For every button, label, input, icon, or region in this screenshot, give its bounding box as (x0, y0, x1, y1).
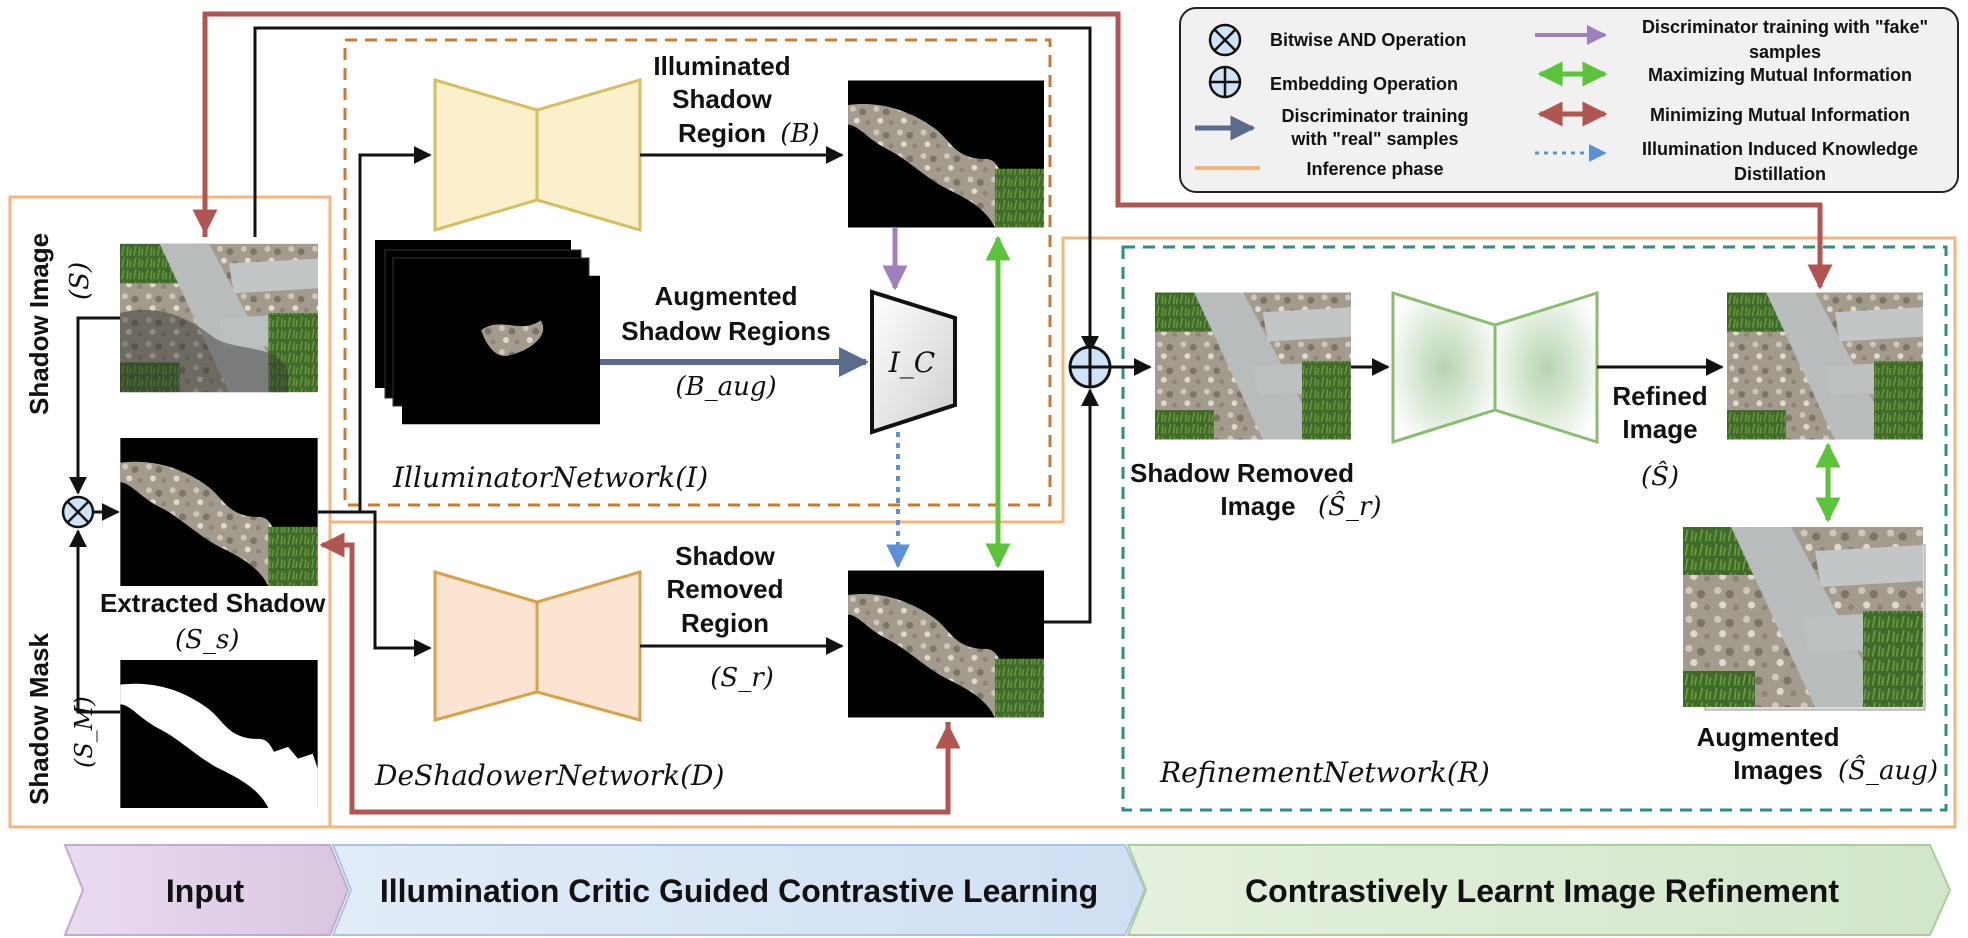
illuminated-label-l1: Illuminated (653, 51, 790, 81)
shadow-removed-label-l1: Shadow Removed (1130, 458, 1354, 488)
band-refinement (1126, 844, 1952, 936)
shadow-removed-region-image (848, 570, 1044, 718)
shadow-mask-image (120, 660, 318, 808)
legend-min: Minimizing Mutual Information (1650, 105, 1910, 125)
legend: Bitwise AND Operation Embedding Operatio… (1179, 7, 1959, 193)
shadow-mask-symbol: (S_M) (70, 696, 98, 768)
augmented-shadow-regions-stack (375, 240, 600, 425)
shadow-removed-label-l2: Image (1220, 491, 1295, 521)
inference-outline-main (330, 236, 1957, 829)
shadow-image-label: Shadow Image (24, 233, 54, 415)
refinement-network-label: RefinementNetwork(R) (1159, 756, 1490, 789)
extracted-shadow-symbol: (S_s) (175, 625, 239, 655)
critic-symbol: I_C (888, 346, 935, 379)
shadow-image (120, 244, 318, 393)
legend-max: Maximizing Mutual Information (1648, 65, 1912, 85)
aug-images-symbol: (Ŝ_aug) (1838, 754, 1938, 786)
shadow-removed-image (1155, 292, 1351, 440)
refined-label-l2: Image (1622, 414, 1697, 444)
refined-label-l1: Refined (1612, 381, 1707, 411)
extracted-shadow-label: Extracted Shadow (100, 588, 326, 618)
band-contrastive-label: Illumination Critic Guided Contrastive L… (380, 873, 1098, 909)
illuminator-network-label: IlluminatorNetwork(I) (392, 461, 708, 494)
deshadower-decoder (535, 570, 642, 722)
legend-distill-l2: Distillation (1734, 164, 1826, 184)
illuminator-network-box (343, 38, 1052, 507)
black-arrow-shadow-image-to-embed (253, 26, 1099, 354)
augmented-label-l1: Augmented (655, 281, 798, 311)
removed-region-l2: Removed (666, 574, 783, 604)
illuminated-shadow-region-image (848, 80, 1044, 228)
band-input-label: Input (166, 873, 245, 909)
legend-bitwise-and: Bitwise AND Operation (1270, 30, 1466, 50)
deshadower-encoder (433, 569, 539, 722)
refinement-decoder (1493, 290, 1599, 445)
illuminated-label-l3: Region (678, 118, 766, 148)
legend-fake-l1: Discriminator training with "fake" (1642, 17, 1928, 37)
refined-image (1727, 292, 1923, 440)
band-input (63, 844, 350, 936)
illuminator-encoder (433, 77, 539, 233)
shadow-image-symbol: (S) (65, 262, 95, 300)
bitwise-and-node (61, 495, 95, 529)
embedding-node (1068, 345, 1112, 389)
illuminator-decoder (535, 78, 642, 232)
aug-images-label-l2: Images (1733, 755, 1823, 785)
illuminated-label-l2: Shadow (672, 84, 772, 114)
legend-real-l1: Discriminator training (1281, 106, 1468, 126)
band-contrastive (331, 844, 1147, 936)
removed-region-l1: Shadow (675, 541, 775, 571)
legend-distill-l1: Illumination Induced Knowledge (1642, 139, 1918, 159)
deshadower-network-label: DeShadowerNetwork(D) (374, 759, 724, 792)
removed-region-symbol: (S_r) (710, 663, 774, 693)
augmented-symbol: (B_aug) (675, 372, 776, 402)
legend-inference: Inference phase (1306, 159, 1443, 179)
band-refinement-label: Contrastively Learnt Image Refinement (1245, 873, 1839, 909)
extracted-shadow-image (120, 438, 318, 586)
shadow-removed-symbol: (Ŝ_r) (1318, 490, 1382, 522)
illumination-critic (870, 289, 957, 435)
illuminated-symbol: (B) (780, 119, 819, 149)
refined-symbol: (Ŝ) (1641, 460, 1679, 492)
phase-bands: Input Illumination Critic Guided Contras… (63, 844, 1952, 936)
shadow-mask-label: Shadow Mask (24, 633, 54, 805)
augmented-label-l2: Shadow Regions (621, 316, 830, 346)
refinement-network-box (1121, 245, 1948, 812)
refinement-encoder (1391, 290, 1497, 445)
aug-images-label-l1: Augmented (1697, 722, 1840, 752)
legend-fake-l2: samples (1749, 42, 1821, 62)
augmented-images-stack (1683, 527, 1926, 711)
legend-embedding: Embedding Operation (1270, 74, 1458, 94)
legend-real-l2: with "real" samples (1290, 129, 1458, 149)
removed-region-l3: Region (681, 608, 769, 638)
